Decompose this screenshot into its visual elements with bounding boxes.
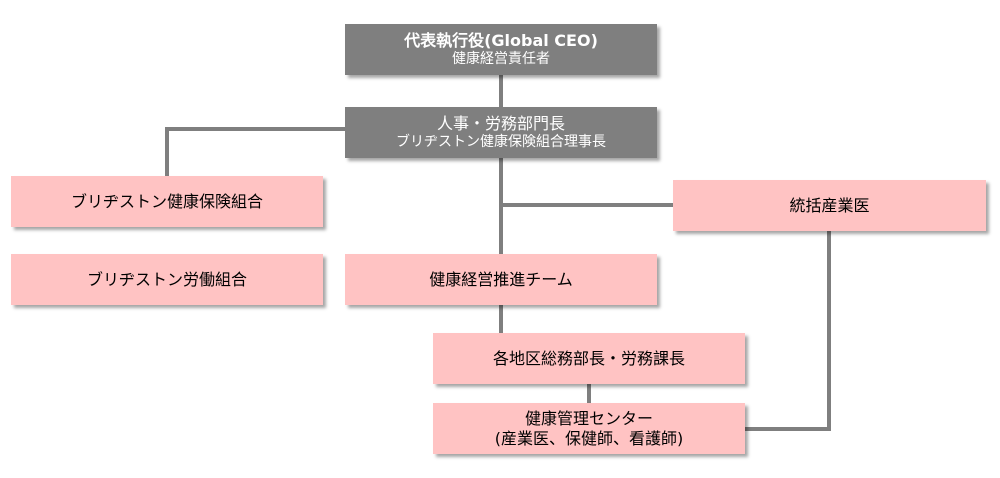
node-ceo-title: 代表執行役(Global CEO) — [404, 30, 598, 50]
connector-hr-insurance-h — [165, 127, 347, 131]
node-hr-head-title: 人事・労務部門長 — [436, 113, 565, 133]
connector-ceo-hr — [499, 75, 503, 107]
node-regional-managers: 各地区総務部長・労務課長 — [433, 333, 745, 384]
connector-regional-center — [587, 384, 591, 403]
connector-team-regional — [499, 305, 503, 333]
node-regional-managers-label: 各地区総務部長・労務課長 — [492, 348, 685, 368]
node-hr-head: 人事・労務部門長 ブリヂストン健康保険組合理事長 — [345, 107, 657, 158]
connector-hr-insurance-v — [165, 127, 169, 176]
node-labor-union-label: ブリヂストン労働組合 — [86, 269, 247, 289]
node-ceo: 代表執行役(Global CEO) 健康経営責任者 — [345, 24, 657, 75]
node-health-center-title: 健康管理センター — [524, 408, 653, 428]
node-hr-head-subtitle: ブリヂストン健康保険組合理事長 — [396, 133, 606, 150]
node-promotion-team-label: 健康経営推進チーム — [429, 269, 573, 289]
node-promotion-team: 健康経営推進チーム — [345, 254, 657, 305]
node-health-center-subtitle: (産業医、保健師、看護師) — [494, 428, 684, 448]
node-chief-physician-label: 統括産業医 — [789, 195, 870, 215]
node-health-insurance-label: ブリヂストン健康保険組合 — [70, 191, 263, 211]
node-labor-union: ブリヂストン労働組合 — [11, 254, 323, 305]
node-chief-physician: 統括産業医 — [673, 180, 986, 231]
connector-physician-center-h — [745, 427, 831, 431]
connector-physician-v — [827, 231, 831, 431]
node-ceo-subtitle: 健康経営責任者 — [452, 50, 550, 67]
connector-physician-h — [499, 203, 673, 207]
node-health-center: 健康管理センター (産業医、保健師、看護師) — [433, 403, 745, 454]
node-health-insurance: ブリヂストン健康保険組合 — [11, 176, 323, 227]
